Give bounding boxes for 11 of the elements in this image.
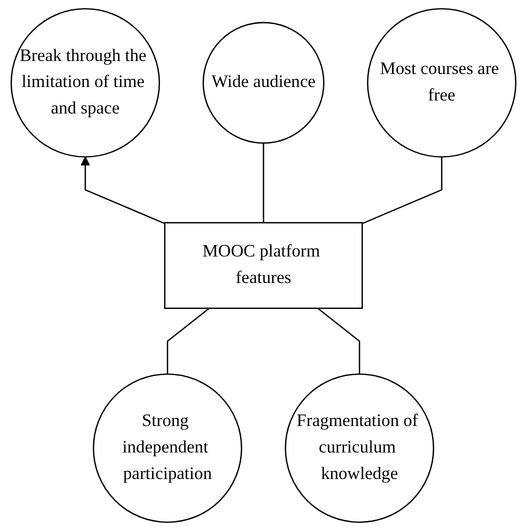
node-circle: Most courses are free: [367, 8, 516, 158]
node-circle: Break through the limitation of time and space: [10, 8, 160, 158]
node-circle: Wide audience: [202, 22, 324, 144]
node-box: MOOC platform features: [164, 222, 363, 309]
node-circle: Strong independent participation: [92, 373, 242, 523]
connector: [166, 308, 210, 374]
connector: [317, 308, 360, 374]
arrow: [80, 156, 166, 224]
connector: [262, 143, 264, 223]
connector: [362, 156, 442, 224]
node-circle: Fragmentation of curriculum knowledge: [284, 373, 434, 523]
